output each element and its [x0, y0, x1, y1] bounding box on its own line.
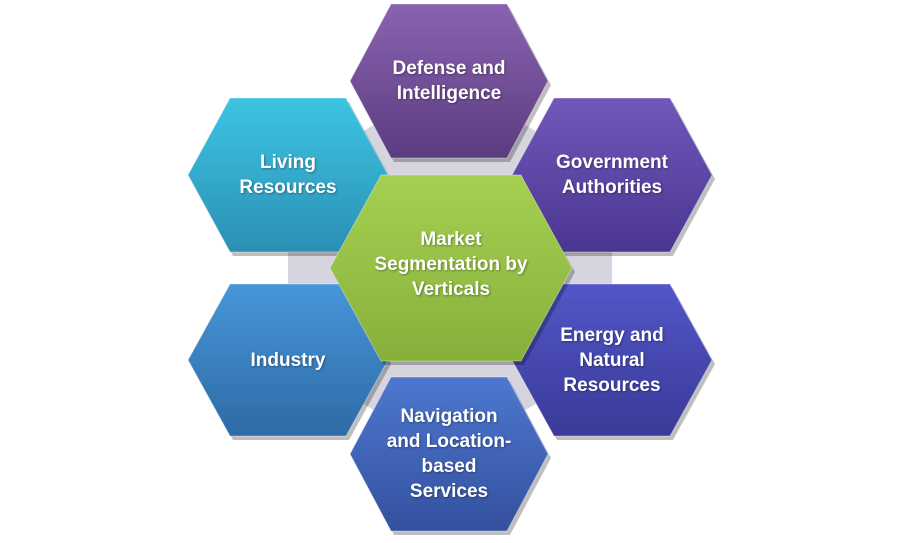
hexagon-center — [329, 174, 573, 362]
segment-government-label: Government Authorities — [556, 152, 668, 198]
segment-living-label: Living Resources — [239, 152, 337, 198]
segment-industry-label: Industry — [250, 349, 326, 371]
segment-defense-label: Defense and Intelligence — [392, 58, 506, 104]
segment-navigation-label: Navigation and Location- based Services — [386, 406, 512, 502]
hexagon-navigation — [349, 376, 549, 532]
hexagon-defense — [349, 3, 549, 159]
segment-energy-label: Energy and Natural Resources — [560, 324, 664, 396]
center-label: Market Segmentation by Verticals — [374, 228, 528, 300]
